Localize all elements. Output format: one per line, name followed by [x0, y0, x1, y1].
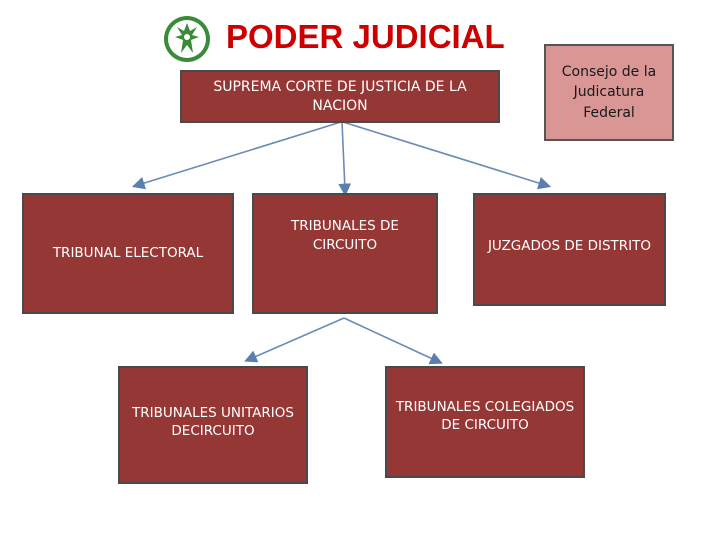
connector-suprema-electoral [131, 121, 342, 190]
tribunales-colegiados-box: TRIBUNALES COLEGIADOS DE CIRCUITO [385, 366, 585, 478]
consejo-judicatura-box: Consejo de la Judicatura Federal [544, 44, 674, 141]
consejo-judicatura-label: Consejo de la Judicatura Federal [561, 64, 657, 121]
suprema-corte-box: SUPREMA CORTE DE JUSTICIA DE LA NACION [180, 70, 500, 123]
judicial-emblem-icon [164, 16, 210, 62]
connector-suprema-circuito [338, 121, 352, 197]
tribunales-circuito-label: TRIBUNALES DE CIRCUITO [291, 218, 399, 253]
suprema-corte-label: SUPREMA CORTE DE JUSTICIA DE LA NACION [213, 78, 467, 114]
juzgados-distrito-label: JUZGADOS DE DISTRITO [487, 238, 652, 255]
tribunales-circuito-box: TRIBUNALES DE CIRCUITO [252, 193, 438, 314]
tribunal-electoral-label: TRIBUNAL ELECTORAL [52, 245, 204, 262]
tribunales-colegiados-label: TRIBUNALES COLEGIADOS DE CIRCUITO [395, 398, 575, 433]
connector-circuito-unitarios [244, 317, 345, 363]
tribunales-unitarios-box: TRIBUNALES UNITARIOS DECIRCUITO [118, 366, 308, 484]
connector-circuito-colegiados [343, 317, 443, 365]
tribunal-electoral-box: TRIBUNAL ELECTORAL [22, 193, 234, 314]
tribunales-unitarios-label: TRIBUNALES UNITARIOS DECIRCUITO [132, 404, 294, 439]
juzgados-distrito-box: JUZGADOS DE DISTRITO [473, 193, 666, 306]
page-title: PODER JUDICIAL [226, 18, 505, 55]
connector-suprema-distrito [342, 121, 552, 190]
